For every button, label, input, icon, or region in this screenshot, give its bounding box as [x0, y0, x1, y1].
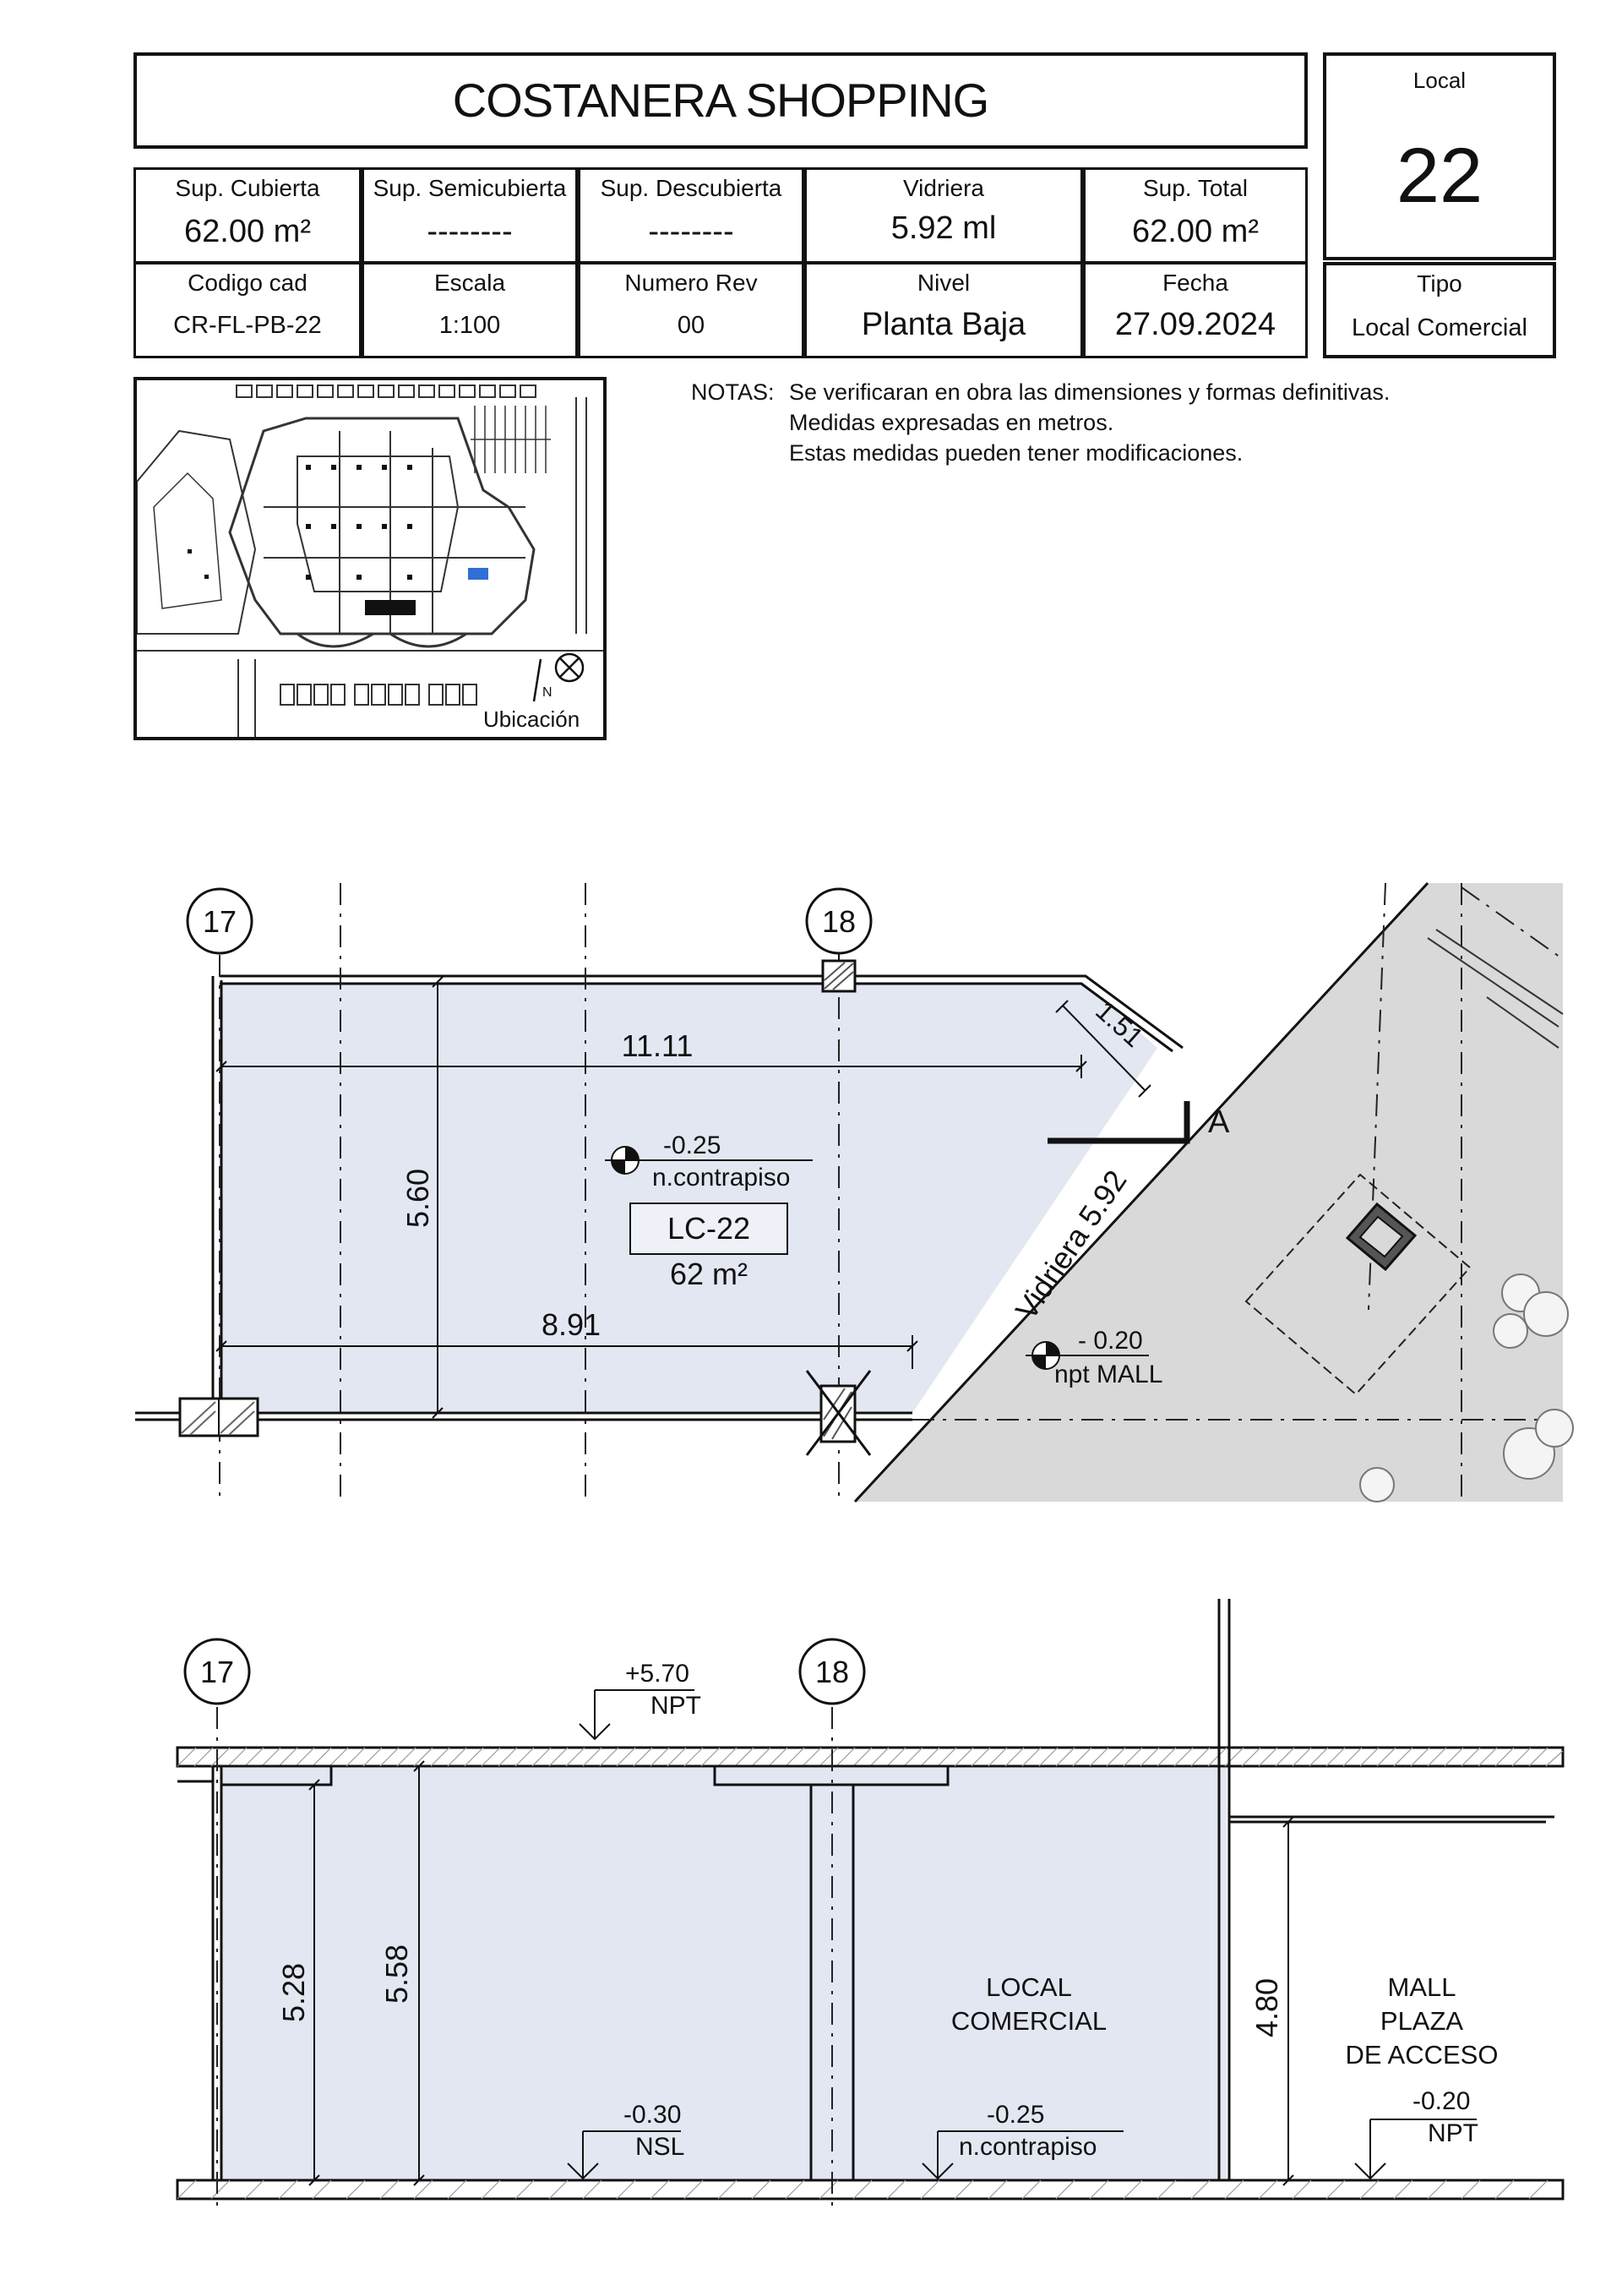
- local-number: 22: [1396, 133, 1483, 219]
- section-grid-bubble-18: 18: [798, 1638, 866, 1705]
- level-arrow-contrapiso-icon: [922, 2130, 1124, 2180]
- notes-prefix: NOTAS:: [691, 379, 775, 405]
- location-caption: Ubicación: [483, 706, 580, 732]
- site-plan-thumbnail: N Ubicación: [137, 384, 603, 737]
- parking-top-icon: [236, 384, 536, 398]
- type-label: Tipo: [1417, 270, 1462, 297]
- section-mark-icon: [1048, 1101, 1190, 1144]
- level-arrow-npt-icon: [1354, 2119, 1477, 2180]
- level-arrow-nsl-icon: [567, 2130, 681, 2180]
- mall-level-marker-icon: [1026, 1341, 1066, 1370]
- local-area: [220, 982, 1157, 1413]
- dim-a: 5.28: [276, 1963, 311, 2022]
- info-cell-sup-semicubierta: Sup. Semicubierta --------: [362, 167, 578, 264]
- info-cell-codigo-cad: Codigo cad CR-FL-PB-22: [133, 262, 362, 358]
- section-view: 17 18 +5.70 NPT -0.30 NSL -0.25 n.contra…: [176, 1599, 1565, 2206]
- mall-label-line-1: MALL: [1388, 1972, 1456, 2002]
- dim-height: 5.60: [400, 1169, 435, 1228]
- title-box: COSTANERA SHOPPING: [133, 52, 1308, 149]
- local-code: LC-22: [667, 1211, 750, 1246]
- npt-label: NPT: [1428, 2119, 1478, 2147]
- column-removed: [805, 1370, 872, 1456]
- local-label: Local: [1412, 68, 1467, 93]
- contrapiso-value: -0.25: [987, 2101, 1044, 2129]
- mall-level-value: - 0.20: [1078, 1327, 1143, 1355]
- floor-plan: 17 18 11.11 8.91 5.60 1.51: [135, 881, 1574, 1503]
- project-title: COSTANERA SHOPPING: [452, 74, 989, 127]
- highlighted-local-22: [468, 568, 488, 580]
- local-box: Local 22: [1323, 52, 1556, 260]
- local-label-line-2: COMERCIAL: [951, 2006, 1107, 2036]
- column-17: [178, 1397, 259, 1437]
- info-cell-fecha: Fecha 27.09.2024: [1083, 262, 1308, 358]
- note-line: Medidas expresadas en metros.: [789, 410, 1114, 435]
- local-area-label: 62 m²: [670, 1257, 748, 1291]
- note-line: Se verificaran en obra las dimensiones y…: [789, 379, 1391, 405]
- location-map: N Ubicación: [133, 377, 607, 740]
- parking-right-icon: [471, 406, 551, 473]
- section-local-area: [221, 1768, 1227, 2180]
- level-marker-icon: [605, 1146, 645, 1175]
- info-cell-escala: Escala 1:100: [362, 262, 578, 358]
- grid-bubble-18: 18: [805, 887, 873, 955]
- nsl-value: -0.30: [623, 2101, 681, 2129]
- top-level-value: +5.70: [625, 1660, 689, 1688]
- local-code-box: [629, 1203, 788, 1255]
- info-cell-sup-cubierta: Sup. Cubierta 62.00 m²: [133, 167, 362, 264]
- top-slab: [176, 1746, 1565, 1768]
- bottom-slab: [176, 2179, 1565, 2201]
- local-label-line-1: LOCAL: [986, 1972, 1072, 2002]
- info-cell-sup-descubierta: Sup. Descubierta --------: [578, 167, 804, 264]
- section-grid-bubble-17: 17: [183, 1638, 251, 1705]
- level-arrow-top-icon: [579, 1689, 694, 1741]
- dim-width-bottom: 8.91: [542, 1307, 601, 1342]
- section-mark-label: A: [1208, 1104, 1230, 1140]
- svg-text:18: 18: [815, 1655, 849, 1689]
- parking-bottom-icon: [280, 684, 477, 706]
- npt-value: -0.20: [1412, 2087, 1470, 2115]
- info-cell-sup-total: Sup. Total 62.00 m²: [1083, 167, 1308, 264]
- nsl-label: NSL: [635, 2133, 684, 2161]
- dim-b: 5.58: [379, 1944, 414, 2004]
- svg-text:18: 18: [822, 904, 856, 939]
- svg-text:17: 17: [200, 1655, 234, 1689]
- svg-text:17: 17: [203, 904, 237, 939]
- grid-bubble-17: 17: [186, 887, 253, 955]
- contrapiso-label: n.contrapiso: [959, 2133, 1097, 2161]
- info-cell-nivel: Nivel Planta Baja: [804, 262, 1083, 358]
- note-line: Estas medidas pueden tener modificacione…: [789, 440, 1244, 466]
- info-cell-numero-rev: Numero Rev 00: [578, 262, 804, 358]
- mall-area: [855, 883, 1563, 1502]
- level-value: -0.25: [663, 1132, 721, 1159]
- trees-icon: [1359, 1273, 1574, 1502]
- dim-c: 4.80: [1249, 1978, 1284, 2037]
- top-level-label: NPT: [650, 1692, 701, 1720]
- mall-label-line-3: DE ACCESO: [1346, 2040, 1499, 2070]
- info-cell-vidriera: Vidriera 5.92 ml: [804, 167, 1083, 264]
- level-label: n.contrapiso: [652, 1164, 790, 1192]
- type-value: Local Comercial: [1352, 314, 1527, 341]
- north-label: N: [542, 685, 552, 700]
- mall-label-line-2: PLAZA: [1380, 2006, 1464, 2036]
- dim-width-top: 11.11: [622, 1028, 694, 1063]
- mall-level-label: npt MALL: [1054, 1361, 1162, 1388]
- mall-column: [1345, 1202, 1418, 1272]
- column-18: [821, 959, 857, 993]
- type-box: Tipo Local Comercial: [1323, 262, 1556, 358]
- north-arrow-icon: [532, 652, 585, 702]
